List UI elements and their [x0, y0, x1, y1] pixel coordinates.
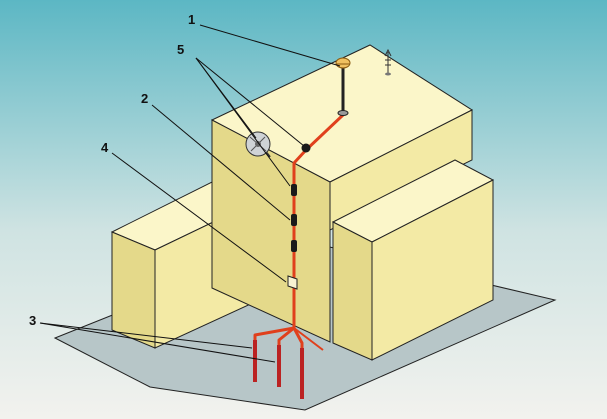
- earthing-system: [253, 326, 324, 399]
- fitting-clamp: [291, 184, 297, 196]
- conductor-fittings: [291, 143, 311, 252]
- callout-3: 3: [29, 313, 36, 328]
- fitting-clamp: [291, 240, 297, 252]
- leader-line-2: [151, 104, 291, 221]
- antenna-icon: [384, 48, 392, 76]
- leader-line-1: [199, 24, 341, 67]
- right-wing-block: [331, 159, 495, 361]
- callout-2: 2: [141, 91, 148, 106]
- leader-line-3b: [39, 322, 276, 363]
- leader-line-5c: [195, 57, 257, 139]
- fitting-clamp: [291, 214, 297, 226]
- leader-lines: [39, 24, 341, 363]
- callout-1: 1: [188, 12, 195, 27]
- leader-line-4: [111, 152, 287, 283]
- callout-5: 5: [177, 42, 184, 57]
- leader-line-5a: [195, 57, 305, 147]
- leader-line-3a: [39, 322, 253, 349]
- inspection-box-icon: [287, 275, 298, 290]
- callout-4: 4: [101, 140, 109, 155]
